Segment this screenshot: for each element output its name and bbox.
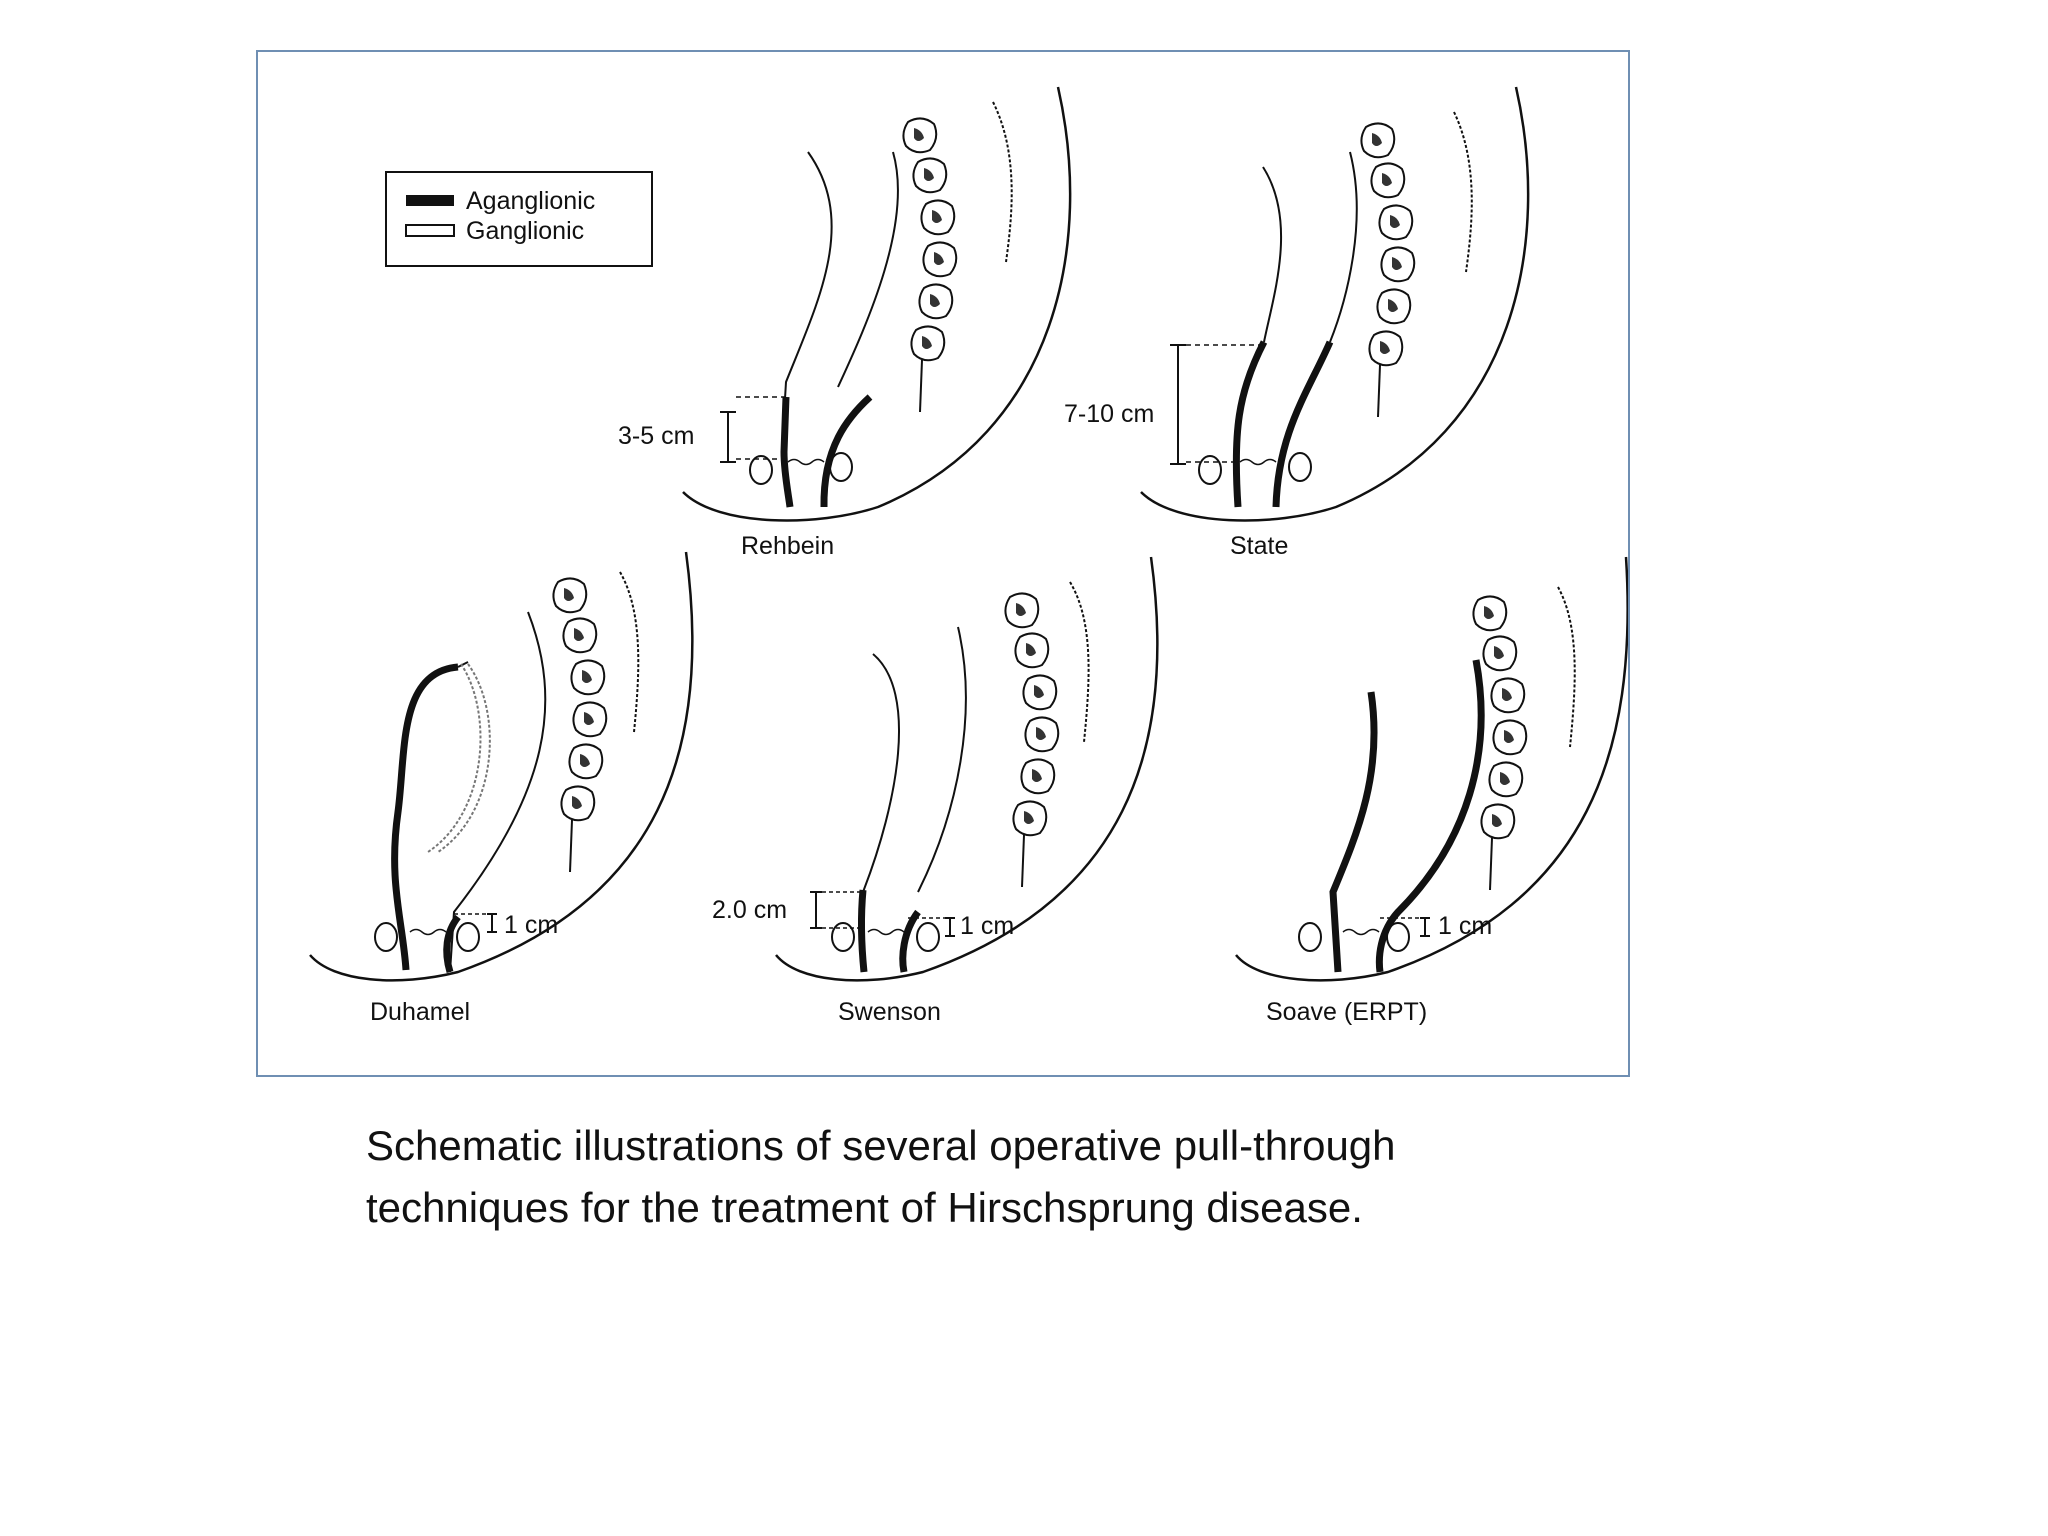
- rehbein-bowel-wall-left: [781, 151, 833, 450]
- duhamel-sacrum: [552, 577, 608, 873]
- swenson-title: Swenson: [838, 998, 941, 1026]
- legend-aganglionic-label: Aganglionic: [466, 187, 595, 215]
- state-sacrum: [1360, 122, 1416, 418]
- legend-ganglionic-label: Ganglionic: [466, 217, 584, 245]
- figure-caption: Schematic illustrations of several opera…: [366, 1115, 1686, 1239]
- pull-through-diagram: Aganglionic Ganglionic 3-5 cm Rehbein: [309, 86, 1628, 1026]
- swenson-measure-label: 1 cm: [960, 912, 1014, 940]
- rehbein-measure-label: 3-5 cm: [618, 422, 694, 450]
- soave-aganglionic-left: [1329, 691, 1378, 973]
- swenson-aganglionic-left: [857, 889, 868, 973]
- swenson-panel: 2.0 cm 1 cm Swenson: [712, 556, 1159, 1026]
- legend-box: [385, 171, 653, 267]
- figure-frame: Aganglionic Ganglionic 3-5 cm Rehbein: [256, 50, 1630, 1077]
- rehbein-aganglionic-left: [780, 396, 794, 508]
- state-bowel-wall-left: [1262, 166, 1283, 343]
- aganglionic-swatch: [406, 195, 454, 206]
- rehbein-sacrum: [902, 117, 958, 413]
- swenson-body-outline: [775, 556, 1159, 982]
- caption-line-1: Schematic illustrations of several opera…: [366, 1122, 1396, 1169]
- swenson-bowel-wall-left: [862, 653, 901, 893]
- caption-line-2: techniques for the treatment of Hirschsp…: [366, 1184, 1363, 1231]
- duhamel-ganglionic-pulled: [427, 663, 482, 853]
- swenson-bowel-wall-right: [917, 626, 967, 893]
- state-aganglionic-right: [1272, 340, 1334, 508]
- state-body-outline: [1140, 86, 1530, 522]
- soave-panel: 1 cm Soave (ERPT): [1235, 556, 1628, 1026]
- rehbein-title: Rehbein: [741, 532, 834, 560]
- state-aganglionic-left: [1232, 340, 1268, 508]
- swenson-sacrum: [1004, 592, 1060, 888]
- legend: Aganglionic Ganglionic: [385, 171, 653, 267]
- rehbein-body-outline: [682, 86, 1072, 522]
- duhamel-panel: 1 cm Duhamel: [309, 551, 694, 1026]
- rehbein-bowel-wall-right: [837, 151, 899, 388]
- duhamel-body-outline: [309, 551, 694, 982]
- duhamel-title: Duhamel: [370, 998, 470, 1026]
- state-bowel-wall-right: [1329, 151, 1358, 343]
- soave-body-outline: [1235, 556, 1628, 982]
- swenson-measure-top-label: 2.0 cm: [712, 896, 787, 924]
- ganglionic-swatch: [405, 224, 455, 237]
- rehbein-aganglionic-right: [820, 394, 873, 508]
- soave-measure-label: 1 cm: [1438, 912, 1492, 940]
- swenson-aganglionic-right: [899, 909, 921, 973]
- rehbein-panel: 3-5 cm Rehbein: [618, 86, 1072, 560]
- soave-title: Soave (ERPT): [1266, 998, 1427, 1026]
- state-measure-label: 7-10 cm: [1064, 400, 1154, 428]
- soave-sacrum: [1472, 595, 1528, 891]
- duhamel-measure-label: 1 cm: [504, 911, 558, 939]
- soave-aganglionic-right: [1375, 659, 1485, 973]
- state-title: State: [1230, 532, 1288, 560]
- duhamel-aganglionic-segment: [391, 663, 459, 971]
- state-panel: 7-10 cm State: [1064, 86, 1530, 560]
- duhamel-bowel-wall: [449, 611, 547, 973]
